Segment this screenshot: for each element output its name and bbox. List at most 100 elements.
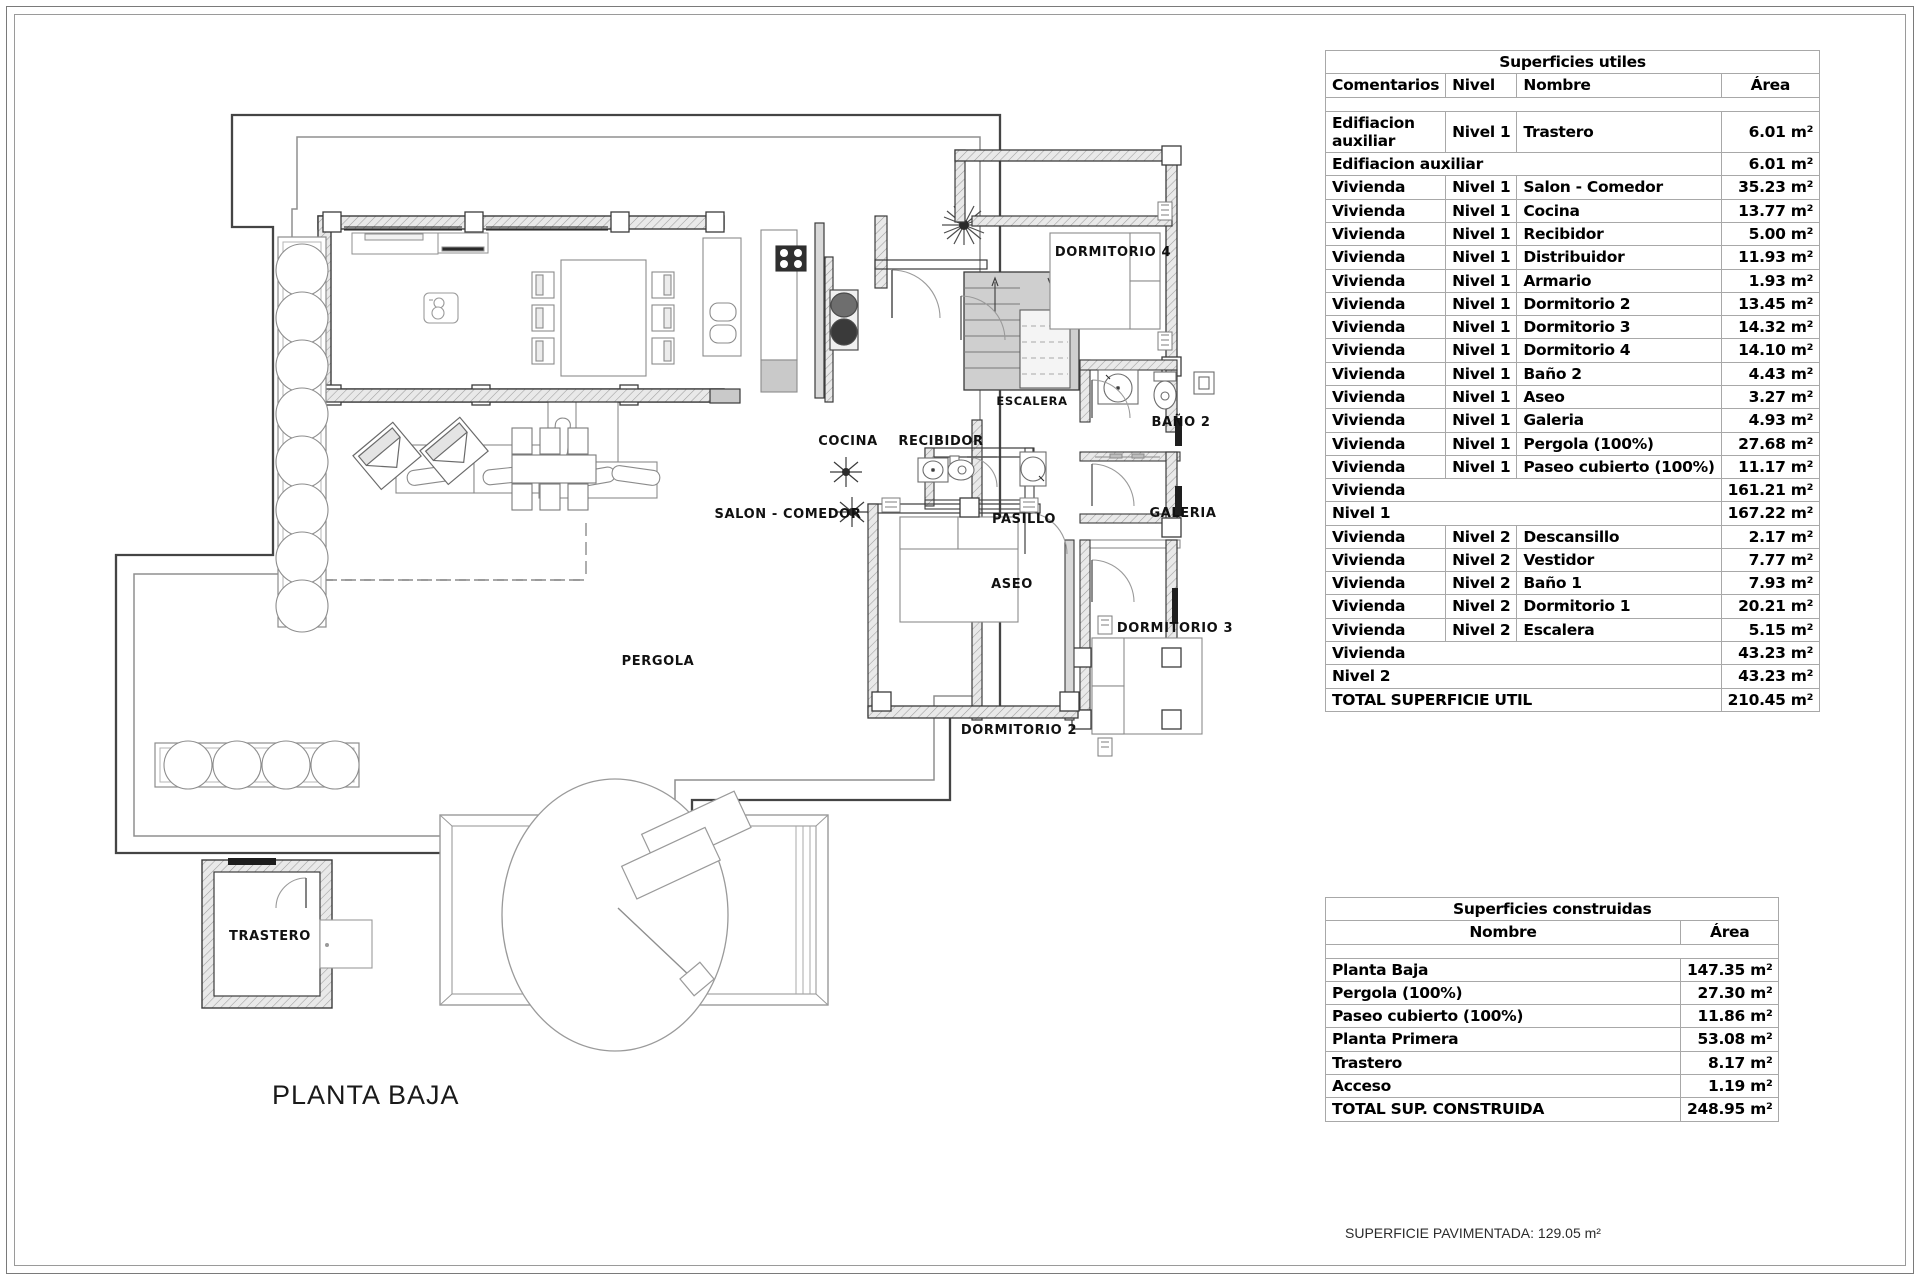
cell-area: 147.35 m²	[1679, 957, 1780, 982]
cell-comentarios: Vivienda	[1324, 175, 1447, 200]
cell-area: 1.93 m²	[1720, 268, 1821, 293]
cell-comentarios: Vivienda	[1324, 291, 1447, 317]
cell-area: 11.17 m²	[1720, 454, 1821, 480]
cell-nombre: Aseo	[1516, 384, 1722, 410]
cell-nivel: Nivel 2	[1445, 594, 1518, 619]
room-label-pasillo: PASILLO	[992, 512, 1056, 527]
total-area: 210.45 m²	[1720, 687, 1821, 712]
subtotal-area: 161.21 m²	[1720, 478, 1821, 503]
cell-nombre: Trastero	[1325, 1050, 1681, 1075]
cell-nivel: Nivel 1	[1445, 110, 1518, 154]
room-label-recibidor: RECIBIDOR	[898, 434, 983, 449]
pergola-area	[321, 413, 597, 581]
cell-comentarios: Vivienda	[1324, 454, 1447, 480]
superficies-construidas-table: Superficies construidas Nombre Área Plan…	[1324, 896, 1780, 1122]
cell-nombre: Planta Primera	[1325, 1027, 1681, 1052]
planter-horizontal	[154, 740, 360, 790]
cell-nombre: Distribuidor	[1516, 245, 1722, 270]
cell-comentarios: Vivienda	[1324, 315, 1447, 340]
subtotal-area: 167.22 m²	[1720, 501, 1821, 526]
total-label: TOTAL SUP. CONSTRUIDA	[1325, 1097, 1681, 1122]
room-labels: DORMITORIO 4 COCINA RECIBIDOR ESCALERA B…	[229, 245, 1233, 944]
cell-nombre: Paseo cubierto (100%)	[1516, 454, 1722, 480]
cell-area: 11.86 m²	[1679, 1004, 1780, 1029]
cell-area: 7.93 m²	[1720, 571, 1821, 596]
planter-vertical	[275, 236, 329, 633]
room-label-galeria: GALERIA	[1149, 506, 1216, 521]
cell-nombre: Paseo cubierto (100%)	[1325, 1004, 1681, 1029]
cell-area: 1.19 m²	[1679, 1073, 1780, 1099]
cell-nombre: Recibidor	[1516, 221, 1722, 247]
subtotal-label: Nivel 1	[1325, 501, 1722, 526]
cell-nivel: Nivel 1	[1445, 291, 1518, 317]
cell-area: 8.17 m²	[1679, 1050, 1780, 1075]
cell-area: 5.00 m²	[1720, 221, 1821, 247]
header-nombre: Nombre	[1516, 73, 1722, 98]
cell-comentarios: Vivienda	[1324, 268, 1447, 293]
room-label-dormitorio-2: DORMITORIO 2	[961, 723, 1077, 738]
room-label-dormitorio-3: DORMITORIO 3	[1117, 621, 1233, 636]
cell-nombre: Salon - Comedor	[1516, 175, 1722, 200]
cell-comentarios: Vivienda	[1324, 384, 1447, 410]
cell-nombre: Dormitorio 2	[1516, 291, 1722, 317]
cell-nivel: Nivel 1	[1445, 221, 1518, 247]
cell-nivel: Nivel 1	[1445, 245, 1518, 270]
cell-comentarios: Vivienda	[1324, 524, 1447, 549]
room-label-dormitorio-4: DORMITORIO 4	[1055, 245, 1171, 260]
cell-comentarios: Vivienda	[1324, 245, 1447, 270]
cell-area: 5.15 m²	[1720, 617, 1821, 643]
table-header-row: Nombre Área	[1325, 920, 1780, 945]
total-row: TOTAL SUPERFICIE UTIL 210.45 m²	[1325, 687, 1821, 712]
cell-nombre: Pergola (100%)	[1325, 980, 1681, 1006]
house-block	[317, 145, 1215, 757]
cell-area: 6.01 m²	[1720, 110, 1821, 154]
table-row: Paseo cubierto (100%)11.86 m²	[1325, 1004, 1780, 1029]
header-area: Área	[1679, 920, 1780, 945]
cell-nombre: Baño 2	[1516, 361, 1722, 386]
cell-comentarios: Vivienda	[1324, 198, 1447, 223]
total-row: TOTAL SUP. CONSTRUIDA 248.95 m²	[1325, 1097, 1780, 1122]
cell-nivel: Nivel 1	[1445, 454, 1518, 480]
cell-comentarios: Vivienda	[1324, 408, 1447, 433]
subtotal-label: Vivienda	[1325, 641, 1722, 666]
cell-nivel: Nivel 1	[1445, 198, 1518, 223]
cell-area: 27.30 m²	[1679, 980, 1780, 1006]
header-nivel: Nivel	[1445, 73, 1518, 98]
cell-comentarios: Edifiacion auxiliar	[1324, 110, 1447, 154]
cell-area: 27.68 m²	[1720, 431, 1821, 456]
room-label-salon-comedor: SALON - COMEDOR	[715, 507, 862, 522]
superficies-utiles-title: Superficies utiles	[1324, 49, 1821, 75]
cell-nivel: Nivel 2	[1445, 617, 1518, 643]
subtotal-row: Nivel 1 167.22 m²	[1325, 501, 1821, 526]
cell-area: 3.27 m²	[1720, 384, 1821, 410]
cell-comentarios: Vivienda	[1324, 571, 1447, 596]
table-row: Pergola (100%)27.30 m²	[1325, 980, 1780, 1006]
cell-nivel: Nivel 1	[1445, 361, 1518, 386]
cell-nombre: Galeria	[1516, 408, 1722, 433]
cell-comentarios: Vivienda	[1324, 617, 1447, 643]
cell-area: 53.08 m²	[1679, 1027, 1780, 1052]
cell-nivel: Nivel 1	[1445, 408, 1518, 433]
page-border-outer	[6, 6, 1914, 1274]
subtotal-row: Nivel 2 43.23 m²	[1325, 664, 1821, 689]
header-nombre: Nombre	[1325, 920, 1681, 945]
cell-nivel: Nivel 1	[1445, 268, 1518, 293]
room-label-trastero: TRASTERO	[229, 929, 311, 944]
table-title-row: Superficies utiles	[1324, 49, 1821, 75]
cell-comentarios: Vivienda	[1324, 361, 1447, 386]
